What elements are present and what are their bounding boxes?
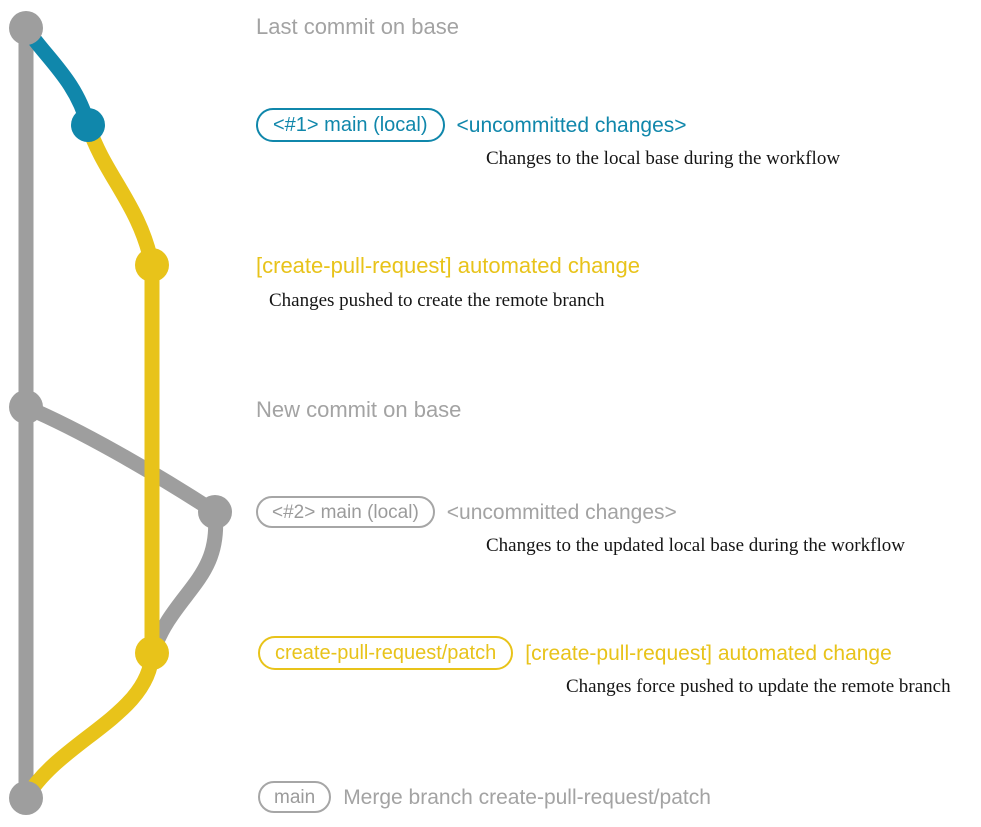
entry-description-local-commit-1: Changes to the local base during the wor… — [486, 148, 841, 169]
commit-node-base-new[interactable] — [9, 390, 43, 424]
ref-label-automated-change-2[interactable]: create-pull-request/patch — [258, 636, 514, 670]
ref-label-merge-commit[interactable]: main — [258, 781, 332, 813]
commit-node-base-last[interactable] — [9, 11, 43, 45]
commit-subject-local-commit-2: <uncommitted changes> — [446, 500, 677, 524]
commit-node-patch-2[interactable] — [135, 636, 169, 670]
ref-label-local-commit-2[interactable]: <#2> main (local) — [256, 496, 435, 528]
commit-node-merge-main[interactable] — [9, 781, 43, 815]
commit-subject-automated-change-2: [create-pull-request] automated change — [525, 641, 892, 665]
commit-subject-merge-commit: Merge branch create-pull-request/patch — [343, 785, 711, 809]
entry-description-local-commit-2: Changes to the updated local base during… — [486, 535, 905, 556]
entry-description-automated-change-2: Changes force pushed to update the remot… — [566, 676, 951, 697]
commit-subject-local-commit-1: <uncommitted changes> — [456, 113, 687, 137]
entry-row-local-commit-1: <#1> main (local) <uncommitted changes> — [256, 108, 687, 142]
entry-row-automated-change-2: create-pull-request/patch [create-pull-r… — [258, 636, 892, 670]
entry-row-local-commit-2: <#2> main (local) <uncommitted changes> — [256, 496, 677, 528]
branch-line-local2-to-patch2 — [144, 504, 224, 661]
entry-title-automated-change-1: [create-pull-request] automated change — [256, 253, 641, 278]
branch-line-patch-merge — [18, 645, 160, 806]
entry-description-automated-change-1: Changes pushed to create the remote bran… — [269, 290, 605, 311]
entry-title-last-commit-on-base: Last commit on base — [256, 14, 459, 39]
branch-line-base-to-local2 — [18, 399, 223, 520]
commit-node-local-2[interactable] — [198, 495, 232, 529]
commit-node-local-1[interactable] — [71, 108, 105, 142]
entry-title-new-commit-on-base: New commit on base — [256, 397, 462, 422]
entry-row-merge-commit: main Merge branch create-pull-request/pa… — [258, 781, 711, 813]
commit-node-patch-1[interactable] — [135, 248, 169, 282]
ref-label-local-commit-1[interactable]: <#1> main (local) — [256, 108, 445, 142]
